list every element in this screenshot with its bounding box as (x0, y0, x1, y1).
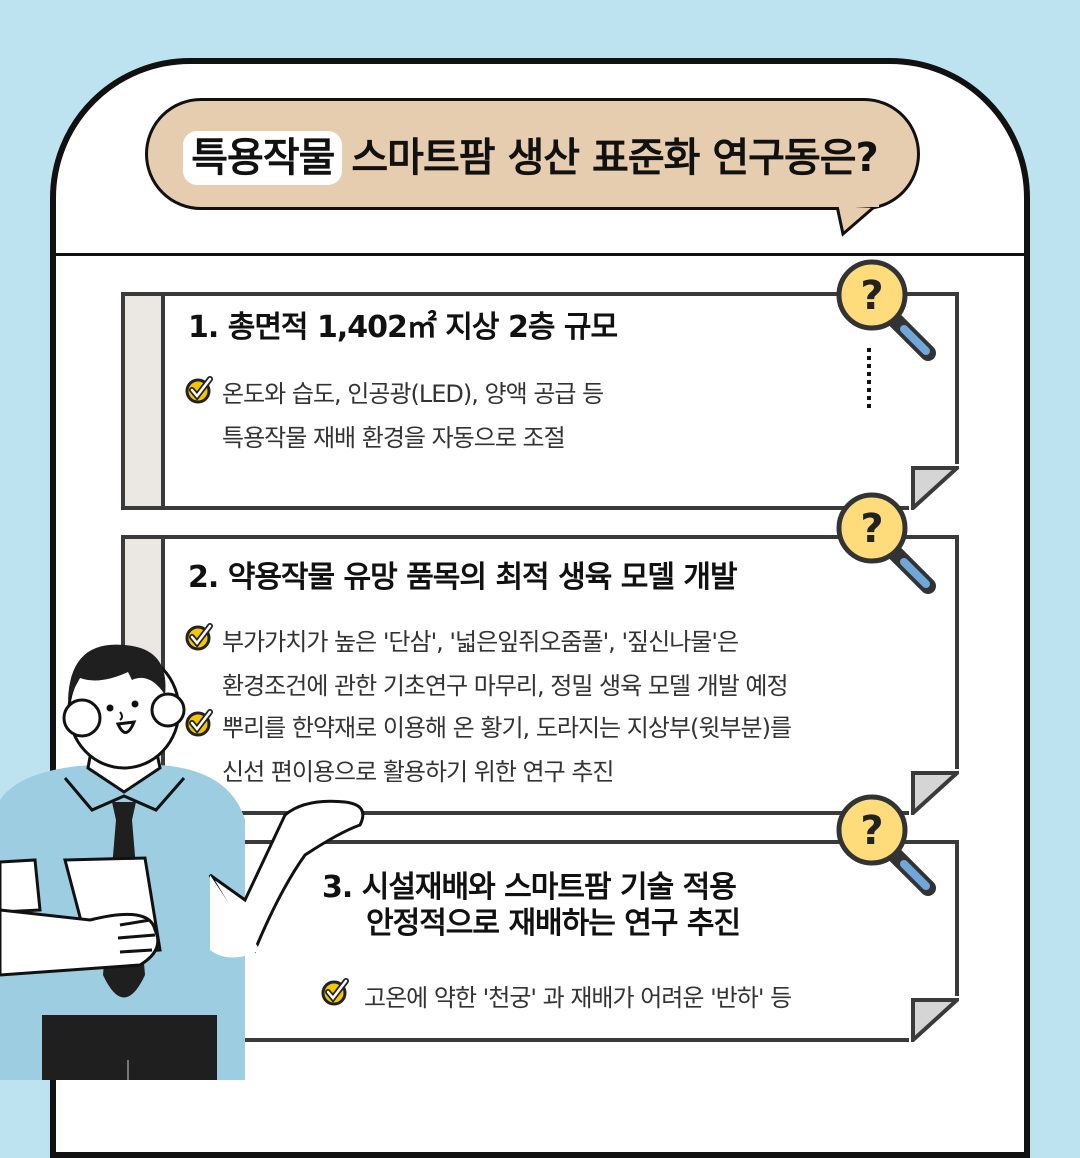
bullet-line: 뿌리를 한약재로 이용해 온 황기, 도라지는 지상부(윗부분)를 (222, 714, 792, 742)
page-fold-corner (909, 464, 959, 510)
bullet-line: 신선 편이용으로 활용하기 위한 연구 추진 (222, 758, 615, 786)
section-heading-3: 3. 시설재배와 스마트팜 기술 적용 안정적으로 재배하는 연구 추진 (322, 870, 741, 942)
magnifying-glass-question-icon: ? (836, 794, 936, 896)
bubble-tail (835, 200, 879, 237)
title-highlight: 특용작물 (187, 135, 339, 181)
page-fold-corner (909, 769, 959, 815)
heading-line: 안정적으로 재배하는 연구 추진 (366, 906, 741, 941)
check-badge-icon (321, 978, 349, 1006)
check-badge-icon (185, 623, 213, 651)
section-card-3 (205, 840, 959, 1042)
title-rest: 스마트팜 생산 표준화 연구동은? (338, 135, 878, 181)
presenter-illustration (0, 644, 365, 1080)
magnifying-glass-question-icon: ? (836, 492, 936, 594)
bullet-line: 고온에 약한 '천궁' 과 재배가 어려운 '반하' 등 (364, 984, 792, 1012)
magnifying-glass-question-icon: ? (836, 259, 936, 361)
svg-text:?: ? (860, 506, 883, 552)
page-fold-corner (909, 996, 959, 1042)
heading-line: 3. 시설재배와 스마트팜 기술 적용 (322, 870, 737, 905)
dotted-line (867, 348, 871, 412)
header-divider (50, 253, 1030, 256)
page-title: 특용작물 스마트팜 생산 표준화 연구동은? (187, 125, 879, 183)
bullet-line: 환경조건에 관한 기초연구 마무리, 정밀 생육 모델 개발 예정 (222, 672, 789, 700)
card-spine (125, 296, 165, 506)
svg-text:?: ? (860, 273, 883, 319)
check-badge-icon (185, 709, 213, 737)
section-card-1 (121, 292, 959, 510)
title-bubble: 특용작물 스마트팜 생산 표준화 연구동은? (145, 98, 920, 210)
section-heading-1: 1. 총면적 1,402㎡ 지상 2층 규모 (188, 310, 618, 345)
bullet-line: 온도와 습도, 인공광(LED), 양액 공급 등 (222, 380, 604, 408)
svg-text:?: ? (860, 808, 883, 854)
check-badge-icon (185, 376, 213, 404)
bullet-line: 특용작물 재배 환경을 자동으로 조절 (222, 424, 566, 452)
section-heading-2: 2. 약용작물 유망 품목의 최적 생육 모델 개발 (188, 560, 738, 595)
bullet-line: 부가가치가 높은 '단삼', '넓은잎쥐오줌풀', '짚신나물'은 (222, 628, 739, 656)
